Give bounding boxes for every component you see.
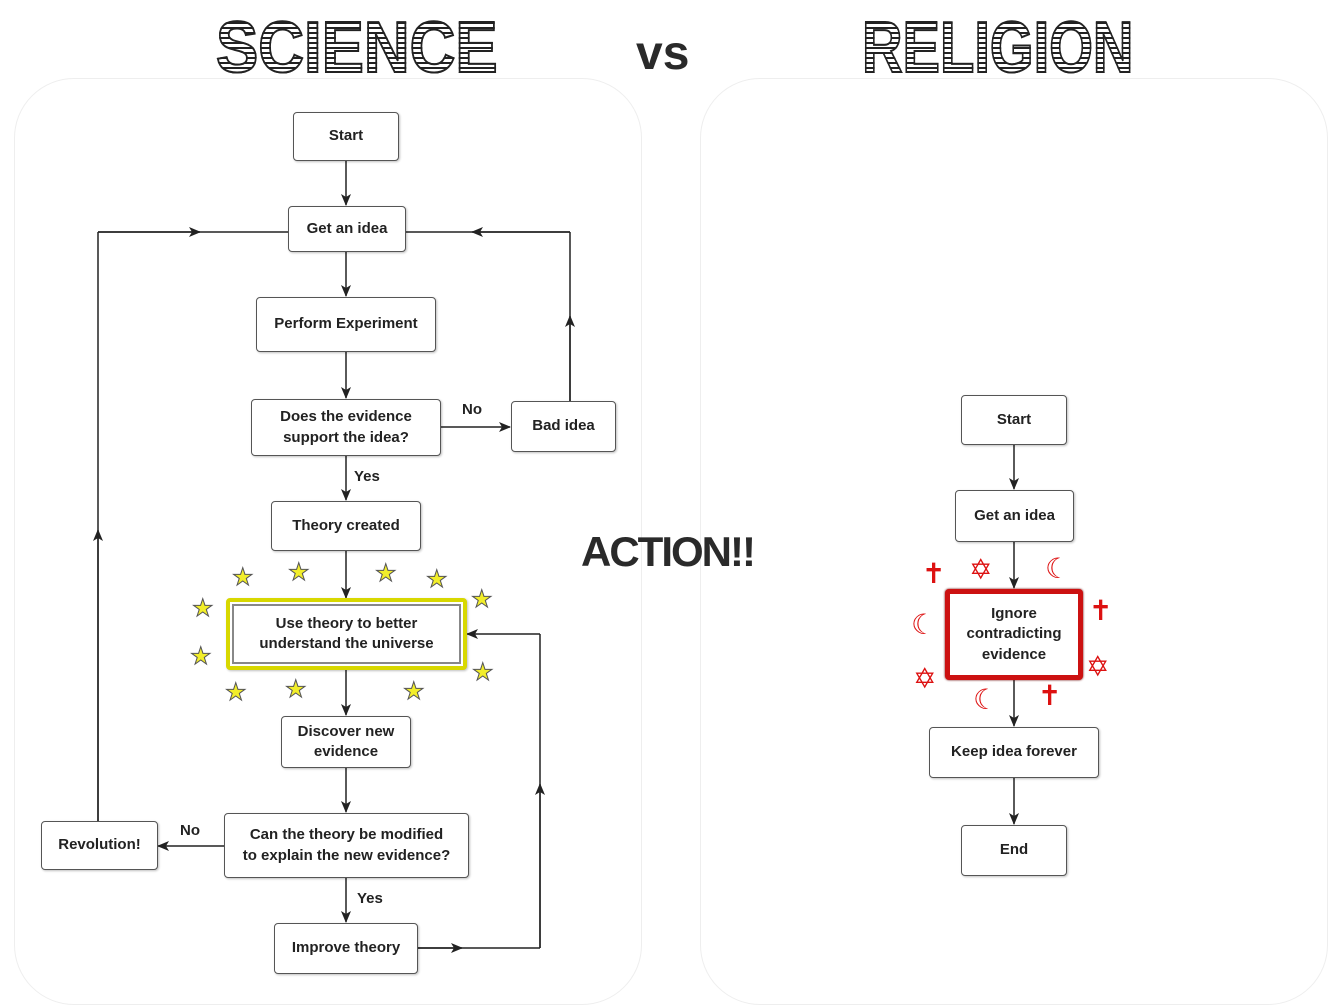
ignore-evidence-node: Ignore contradicting evidence	[945, 589, 1083, 680]
theory-created-node: Theory created	[271, 501, 421, 551]
keep-idea-node: Keep idea forever	[929, 727, 1099, 778]
improve-theory-node: Improve theory	[274, 923, 418, 974]
no-label: No	[462, 401, 482, 418]
star-icon: ★	[288, 558, 310, 586]
star-icon: ★	[426, 565, 448, 593]
vs-title: vs	[636, 27, 690, 80]
revolution-node: Revolution!	[41, 821, 158, 870]
perform-experiment-node: Perform Experiment	[256, 297, 436, 352]
star-icon: ★	[232, 563, 254, 591]
science-get-idea-node: Get an idea	[288, 206, 406, 252]
discover-evidence-node: Discover new evidence	[281, 716, 411, 768]
star-icon: ★	[190, 642, 212, 670]
science-start-node: Start	[293, 112, 399, 161]
action-label: ACTION!!	[581, 528, 756, 575]
star-icon: ★	[472, 658, 494, 686]
star-of-david-icon: ✡	[969, 553, 993, 586]
use-theory-node: Use theory to better understand the univ…	[226, 598, 467, 670]
cross-icon: ✝	[1038, 679, 1062, 712]
star-of-david-icon: ✡	[1086, 650, 1110, 683]
religion-end-node: End	[961, 825, 1067, 876]
modify-theory-decision-node: Can the theory be modified to explain th…	[224, 813, 469, 878]
crescent-icon: ☾	[1045, 552, 1071, 585]
yes-label: Yes	[354, 468, 380, 485]
crescent-icon: ☾	[911, 608, 937, 641]
religion-get-idea-node: Get an idea	[955, 490, 1074, 542]
star-icon: ★	[192, 594, 214, 622]
star-icon: ★	[403, 677, 425, 705]
yes-label: Yes	[357, 890, 383, 907]
religion-start-node: Start	[961, 395, 1067, 445]
star-icon: ★	[225, 678, 247, 706]
star-of-david-icon: ✡	[913, 662, 937, 695]
star-icon: ★	[375, 559, 397, 587]
science-title: SCIENCE	[215, 8, 498, 88]
religion-title: RELIGION	[861, 8, 1134, 88]
no-label: No	[180, 822, 200, 839]
bad-idea-node: Bad idea	[511, 401, 616, 452]
cross-icon: ✝	[922, 557, 946, 590]
star-icon: ★	[471, 585, 493, 613]
evidence-decision-node: Does the evidence support the idea?	[251, 399, 441, 456]
star-icon: ★	[285, 675, 307, 703]
crescent-icon: ☾	[973, 683, 999, 716]
cross-icon: ✝	[1089, 594, 1113, 627]
